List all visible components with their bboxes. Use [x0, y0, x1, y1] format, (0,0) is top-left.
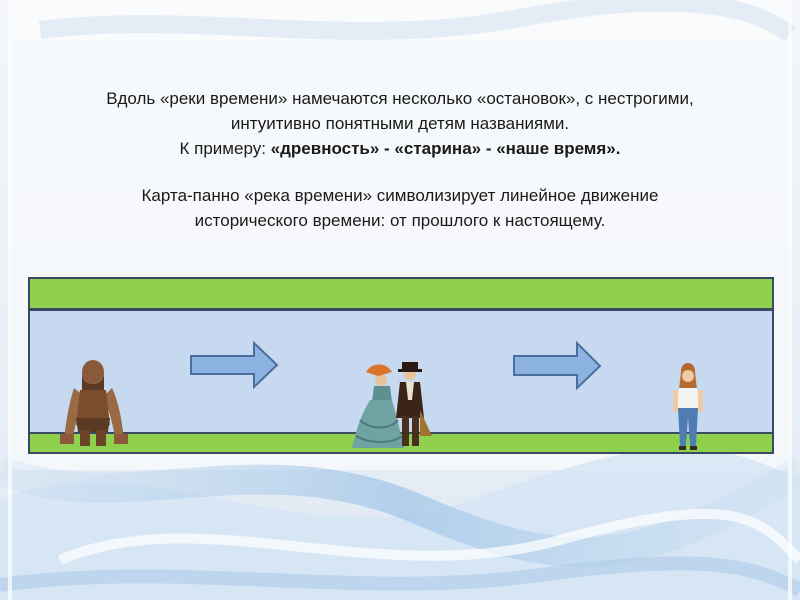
text-line-2: интуитивно понятными детям названиями.: [230, 114, 570, 133]
text-line-3-prefix: К примеру:: [179, 139, 271, 158]
green-bank-top: [28, 277, 774, 310]
text-line-3: К примеру: «древность» - «старина» - «на…: [40, 136, 760, 161]
victorian-couple-figure: [352, 362, 432, 448]
text-line-4: Карта-панно «река времени» символизирует…: [141, 186, 659, 205]
text-line-5: исторического времени: от прошлого к нас…: [194, 211, 606, 230]
arrow-right-icon: [513, 340, 602, 391]
caveman-figure: [60, 360, 128, 446]
text-line-3-bold: «древность» - «старина» - «наше время».: [270, 139, 621, 158]
arrow-right-icon: [190, 340, 279, 390]
modern-woman-figure: [673, 363, 703, 450]
slide-text: Вдоль «реки времени» намечаются нескольк…: [40, 86, 760, 233]
text-line-1: Вдоль «реки времени» намечаются нескольк…: [106, 89, 694, 108]
